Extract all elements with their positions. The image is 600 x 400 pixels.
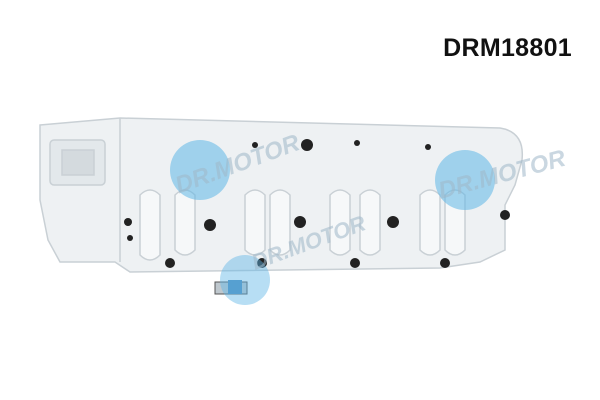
sensor-bracket [214,280,248,295]
bolt-holes [124,139,510,268]
product-code: DRM18801 [443,34,572,62]
manifold-body [39,117,524,273]
